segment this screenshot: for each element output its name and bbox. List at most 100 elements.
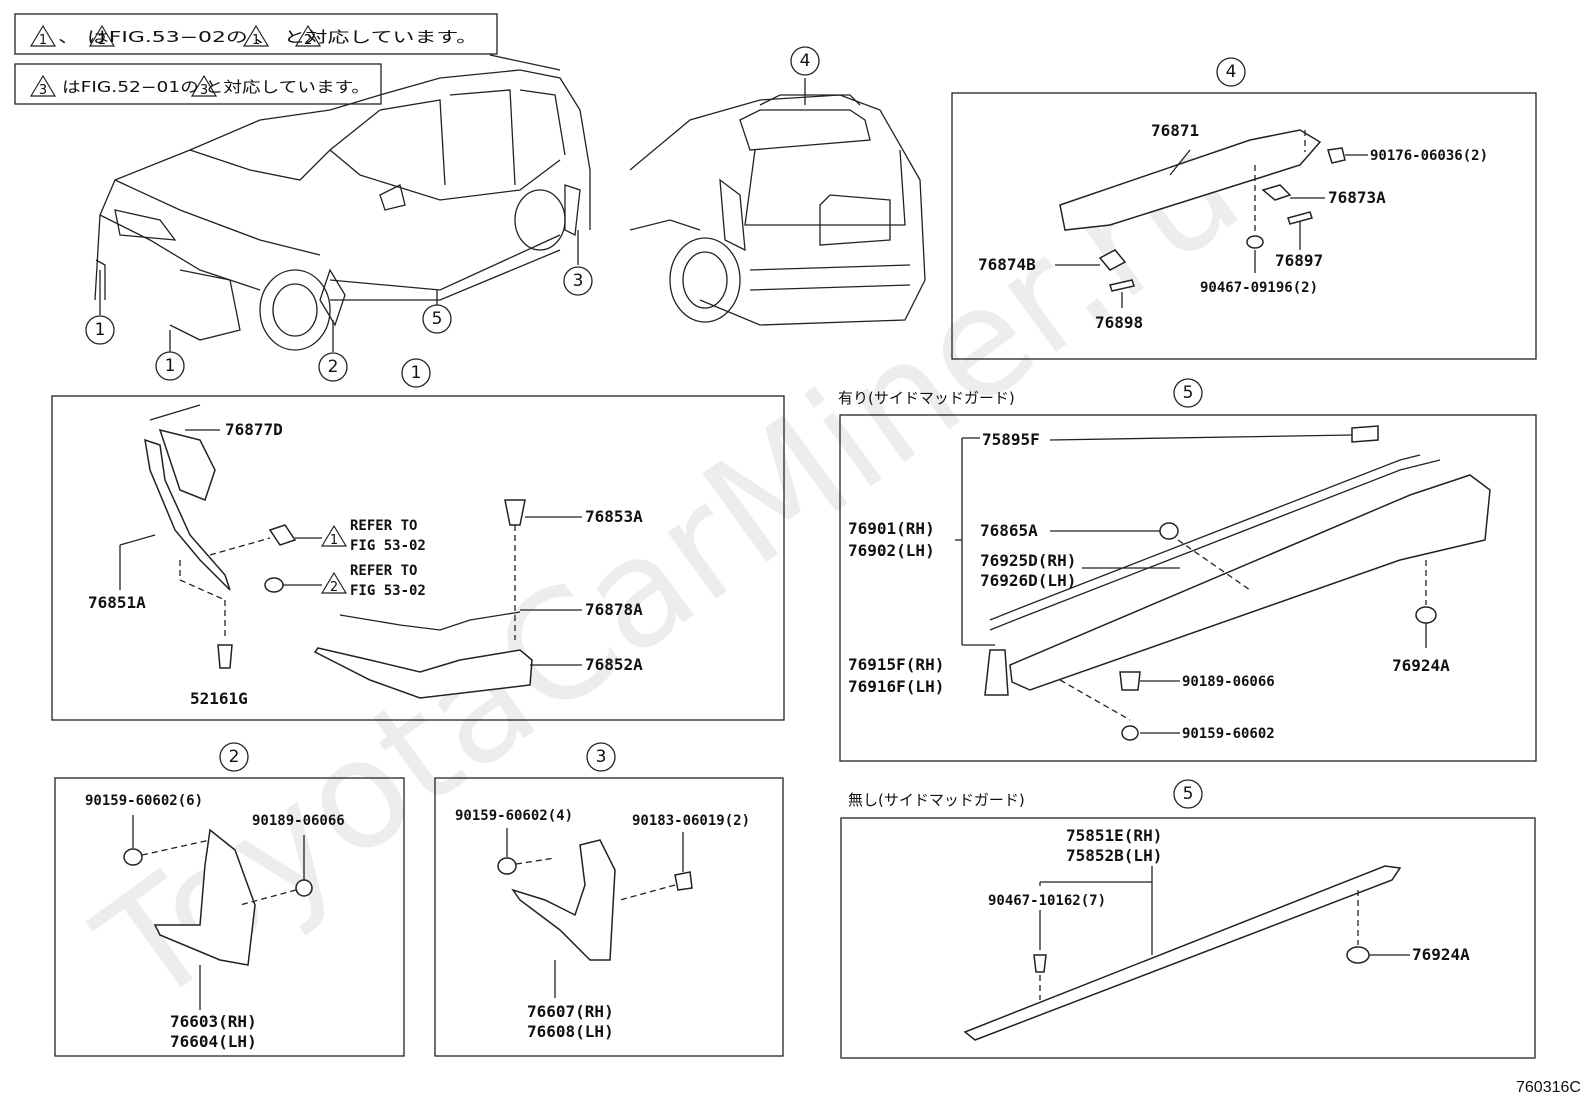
part-90159-60602: 90159-60602 bbox=[1182, 726, 1275, 742]
part-76851A: 76851A bbox=[88, 593, 146, 612]
refer-1-line-b: FIG 53-02 bbox=[350, 538, 426, 554]
section-5b-caption: 無し(サイドマッドガード) bbox=[848, 791, 1025, 809]
nut-icon bbox=[295, 879, 313, 897]
part-76878A: 76878A bbox=[585, 600, 643, 619]
svg-text:1: 1 bbox=[95, 320, 106, 340]
note-2: 3 3 はFIG.52−01の と対応しています。 bbox=[14, 63, 382, 105]
note-1-text: 、 はFIG.53−02の 、 と対応しています。 bbox=[58, 28, 478, 46]
svg-text:1: 1 bbox=[165, 356, 176, 376]
screw-icon bbox=[264, 577, 284, 593]
svg-text:5: 5 bbox=[1183, 383, 1194, 403]
callout-5 bbox=[422, 304, 452, 334]
svg-text:1: 1 bbox=[411, 363, 422, 383]
part-76852A: 76852A bbox=[585, 655, 643, 674]
svg-text:2: 2 bbox=[330, 580, 338, 595]
figure-code: 760316C bbox=[1516, 1079, 1581, 1096]
callout-1 bbox=[155, 351, 185, 381]
section-5-with-mudguard: 有り(サイドマッドガード) 5 75895F 76901(RH) 76902(L… bbox=[838, 378, 1537, 762]
part-76898: 76898 bbox=[1095, 313, 1143, 332]
bumper-bracket-part bbox=[144, 438, 231, 591]
svg-text:5: 5 bbox=[432, 309, 443, 329]
part-76915F: 76915F(RH) bbox=[848, 655, 944, 674]
clip-icon bbox=[1327, 147, 1346, 164]
clip-icon bbox=[217, 644, 233, 669]
callout-3 bbox=[563, 266, 593, 296]
part-90467-10162: 90467-10162(7) bbox=[988, 893, 1106, 909]
bumper-bracket-part bbox=[158, 428, 216, 501]
part-76853A: 76853A bbox=[585, 507, 643, 526]
screw-icon bbox=[497, 857, 517, 875]
bracket-icon bbox=[1261, 184, 1292, 201]
svg-text:2: 2 bbox=[328, 357, 339, 377]
rear-spoiler-part bbox=[1059, 129, 1322, 231]
part-90176-06036: 90176-06036(2) bbox=[1370, 148, 1488, 164]
svg-text:2: 2 bbox=[229, 747, 240, 767]
clip-icon bbox=[674, 871, 693, 891]
mud-guard-part bbox=[984, 649, 1009, 696]
tape-icon bbox=[1287, 211, 1313, 225]
tape-icon bbox=[1109, 279, 1135, 292]
part-76901: 76901(RH) bbox=[848, 519, 935, 538]
part-76926D: 76926D(LH) bbox=[980, 571, 1076, 590]
part-90467-09196: 90467-09196(2) bbox=[1200, 280, 1318, 296]
part-76924A: 76924A bbox=[1392, 656, 1450, 675]
part-76873A: 76873A bbox=[1328, 188, 1386, 207]
part-76607: 76607(RH) bbox=[527, 1002, 614, 1021]
svg-text:3: 3 bbox=[200, 83, 208, 98]
nut-icon bbox=[1119, 671, 1141, 691]
bumper-lower-part bbox=[313, 647, 533, 699]
warning-triangle-icon bbox=[242, 24, 270, 47]
clip-icon bbox=[1033, 954, 1047, 973]
part-76604: 76604(LH) bbox=[170, 1032, 257, 1051]
svg-text:3: 3 bbox=[573, 271, 584, 291]
section-4-number bbox=[1216, 57, 1246, 87]
part-90159-60602-6: 90159-60602(6) bbox=[85, 793, 203, 809]
part-76877D: 76877D bbox=[225, 420, 283, 439]
svg-text:3: 3 bbox=[39, 83, 47, 98]
warning-triangle-icon bbox=[29, 74, 57, 97]
front-callouts: 1 1 2 5 3 1 bbox=[85, 230, 593, 388]
car-front-illustration bbox=[94, 54, 591, 351]
part-76925D: 76925D(RH) bbox=[980, 551, 1076, 570]
clip-icon bbox=[504, 499, 526, 526]
section-5b-number bbox=[1173, 779, 1203, 809]
section-1-number bbox=[401, 358, 431, 388]
part-90183-06019: 90183-06019(2) bbox=[632, 813, 750, 829]
refer-2-line-a: REFER TO bbox=[350, 563, 417, 579]
warning-triangle-icon bbox=[320, 524, 348, 547]
section-5a-caption: 有り(サイドマッドガード) bbox=[838, 389, 1015, 407]
svg-text:4: 4 bbox=[800, 51, 811, 71]
part-76871: 76871 bbox=[1151, 121, 1199, 140]
svg-text:1: 1 bbox=[252, 33, 260, 48]
clip-icon bbox=[1159, 522, 1179, 540]
svg-text:4: 4 bbox=[1226, 62, 1237, 82]
car-rear-illustration: 4 bbox=[629, 46, 926, 326]
part-52161G: 52161G bbox=[190, 689, 248, 708]
callout-1 bbox=[85, 315, 115, 345]
section-4: 4 76871 90176-06036(2) 76873A 76897 9046… bbox=[951, 57, 1537, 360]
bracket-icon bbox=[1098, 249, 1127, 271]
note-1: 1 2 1 2 、 はFIG.53−02の 、 と対応しています。 bbox=[14, 13, 498, 55]
svg-text:1: 1 bbox=[330, 533, 338, 548]
screw-icon bbox=[1121, 725, 1139, 741]
part-76902: 76902(LH) bbox=[848, 541, 935, 560]
svg-text:2: 2 bbox=[98, 33, 106, 48]
screw-icon bbox=[123, 848, 143, 866]
part-76874B: 76874B bbox=[978, 255, 1036, 274]
part-75895F: 75895F bbox=[982, 430, 1040, 449]
svg-text:1: 1 bbox=[39, 33, 47, 48]
part-76608: 76608(LH) bbox=[527, 1022, 614, 1041]
clip-icon bbox=[1246, 235, 1264, 249]
clip-icon bbox=[1415, 606, 1437, 624]
part-76603: 76603(RH) bbox=[170, 1012, 257, 1031]
warning-triangle-icon bbox=[29, 24, 57, 47]
section-5a-number bbox=[1173, 378, 1203, 408]
part-76924A: 76924A bbox=[1412, 945, 1470, 964]
part-76865A: 76865A bbox=[980, 521, 1038, 540]
svg-text:2: 2 bbox=[304, 33, 312, 48]
section-2: 2 90159-60602(6) 90189-06066 76603(RH) 7… bbox=[54, 742, 405, 1057]
part-75851E: 75851E(RH) bbox=[1066, 826, 1162, 845]
rear-mud-guard-part bbox=[511, 839, 616, 961]
tape-icon bbox=[1351, 425, 1379, 443]
refer-1-line-a: REFER TO bbox=[350, 518, 417, 534]
